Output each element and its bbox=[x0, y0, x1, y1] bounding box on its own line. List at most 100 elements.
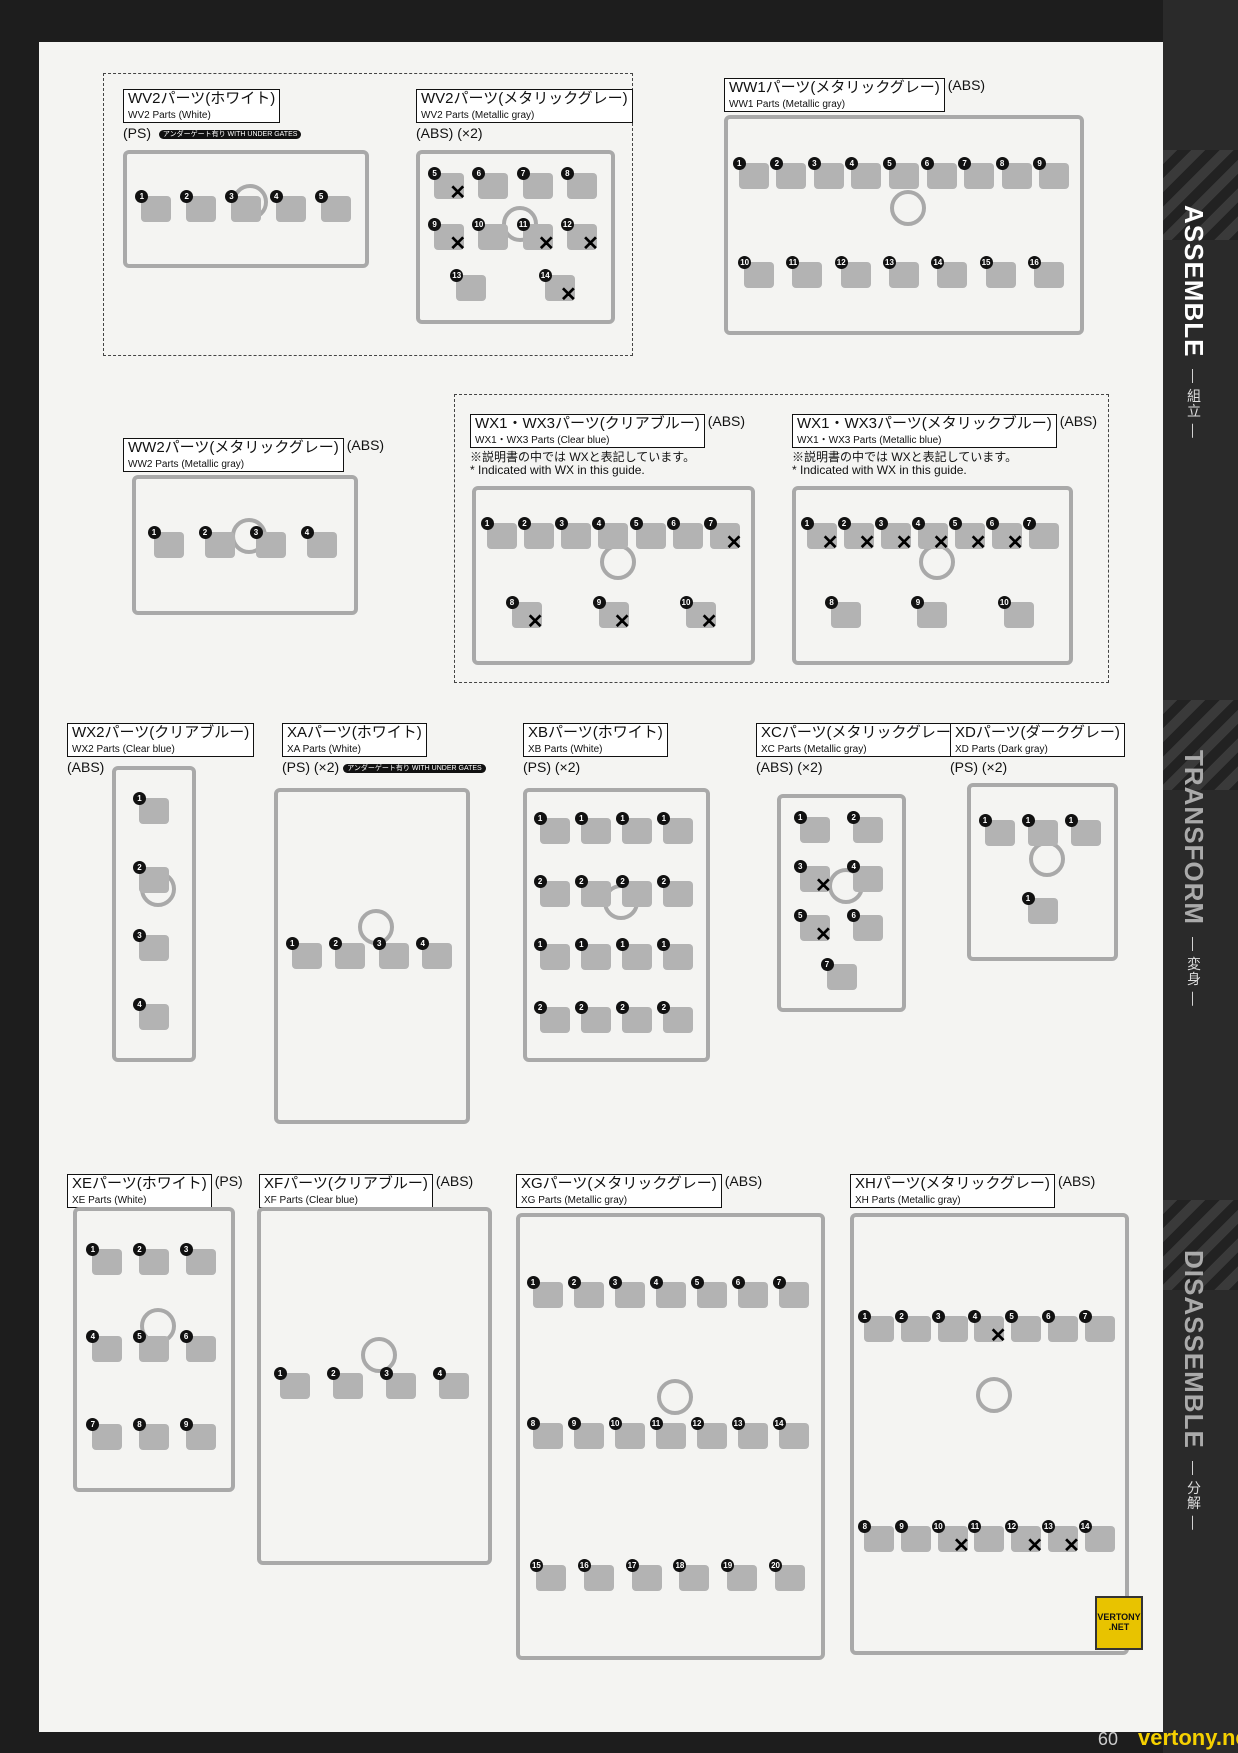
part-number: 4 bbox=[86, 1330, 100, 1344]
part-number: 5 bbox=[132, 1330, 146, 1344]
runner-name-en: XC Parts (Metallic gray) bbox=[761, 743, 867, 755]
section-disassemble[interactable]: DISASSEMBLE— 分解 — bbox=[1178, 1250, 1209, 1531]
part-wv2w-3: 3 bbox=[224, 190, 261, 222]
runner-name-jp: WW1パーツ(メタリックグレー) bbox=[729, 79, 940, 96]
part-ww2-4: 4 bbox=[300, 526, 337, 558]
part-xg-10: 10 bbox=[608, 1417, 645, 1450]
part-number: 7 bbox=[86, 1418, 100, 1432]
runner-name-en: XA Parts (White) bbox=[287, 743, 361, 755]
material: (ABS) bbox=[1059, 413, 1098, 429]
part-xg-19: 19 bbox=[721, 1559, 758, 1592]
part-number: 8 bbox=[858, 1520, 872, 1533]
part-number: 3 bbox=[133, 929, 146, 943]
runner-name-box: XCパーツ(メタリックグレー)XC Parts (Metallic gray) bbox=[756, 723, 961, 758]
unused-part-cross-icon: ✕ bbox=[1006, 532, 1024, 555]
part-xb-2: 2 bbox=[616, 1000, 653, 1033]
part-wx1m-6: 6✕ bbox=[985, 517, 1024, 553]
part-xh-4: 4✕ bbox=[968, 1310, 1006, 1346]
part-xf-1: 1 bbox=[273, 1367, 310, 1399]
runner-label-wx1c: WX1・WX3パーツ(クリアブルー)WX1・WX3 Parts (Clear b… bbox=[470, 414, 745, 476]
part-wv2m-14: 14✕ bbox=[538, 268, 577, 305]
runner-name-box: WW2パーツ(メタリックグレー)WW2 Parts (Metallic gray… bbox=[123, 438, 344, 473]
part-number: 8 bbox=[505, 595, 519, 609]
part-xb-2: 2 bbox=[616, 874, 653, 907]
part-xa-2: 2 bbox=[329, 937, 366, 969]
part-number: 1 bbox=[793, 810, 807, 824]
part-xg-2: 2 bbox=[567, 1275, 604, 1308]
section-transform[interactable]: TRANSFORM— 変身 — bbox=[1178, 750, 1209, 1007]
runner-name-en: WX1・WX3 Parts (Metallic blue) bbox=[797, 434, 942, 446]
part-number: 6 bbox=[667, 517, 681, 531]
part-xh-1: 1 bbox=[858, 1310, 895, 1342]
part-number: 13 bbox=[731, 1417, 745, 1431]
part-xe-3: 3 bbox=[179, 1242, 216, 1275]
runner-name-jp: WX1・WX3パーツ(メタリックブルー) bbox=[797, 415, 1052, 432]
part-wx1c-8: 8✕ bbox=[505, 595, 544, 632]
part-wx1c-9: 9✕ bbox=[592, 595, 631, 632]
part-number: 5 bbox=[793, 908, 807, 922]
part-wv2m-9: 9✕ bbox=[428, 217, 466, 254]
part-xg-16: 16 bbox=[577, 1559, 614, 1592]
part-number: 1 bbox=[1021, 892, 1035, 905]
part-xh-2: 2 bbox=[895, 1310, 932, 1342]
under-gate-badge: アンダーゲート有り WITH UNDER GATES bbox=[158, 130, 302, 140]
part-xe-7: 7 bbox=[86, 1418, 123, 1451]
part-number: 8 bbox=[825, 595, 839, 609]
part-xh-7: 7 bbox=[1078, 1310, 1115, 1342]
part-number: 6 bbox=[985, 517, 999, 531]
part-number: 11 bbox=[649, 1417, 663, 1431]
unused-part-cross-icon: ✕ bbox=[449, 232, 467, 255]
wx-note-jp: ※説明書の中では WXと表記しています。 bbox=[792, 450, 1018, 465]
runner-name-en: XB Parts (White) bbox=[528, 743, 603, 755]
part-number: 4 bbox=[968, 1310, 982, 1323]
part-number: 20 bbox=[769, 1559, 783, 1573]
part-ww1-12: 12 bbox=[834, 255, 871, 288]
part-number: 3 bbox=[931, 1310, 945, 1323]
runner-label-xd: XDパーツ(ダークグレー)XD Parts (Dark gray)(PS) (×… bbox=[950, 723, 1125, 775]
part-xe-1: 1 bbox=[86, 1242, 123, 1275]
part-number: 2 bbox=[574, 1000, 588, 1014]
part-number: 7 bbox=[1022, 517, 1036, 531]
part-number: 11 bbox=[516, 217, 530, 231]
part-number: 6 bbox=[920, 156, 934, 170]
unused-part-cross-icon: ✕ bbox=[526, 610, 544, 633]
part-number: 9 bbox=[895, 1520, 909, 1533]
part-xh-9: 9 bbox=[895, 1520, 932, 1552]
wx-note-jp: ※説明書の中では WXと表記しています。 bbox=[470, 450, 696, 465]
runner-label-ww1: WW1パーツ(メタリックグレー)WW1 Parts (Metallic gray… bbox=[724, 77, 986, 113]
part-xc-7: 7 bbox=[820, 957, 857, 990]
part-number: 2 bbox=[770, 156, 784, 170]
unused-part-cross-icon: ✕ bbox=[1026, 1535, 1044, 1557]
part-xg-3: 3 bbox=[608, 1275, 645, 1308]
unused-part-cross-icon: ✕ bbox=[814, 923, 832, 946]
part-wv2m-12: 12✕ bbox=[560, 217, 599, 254]
part-number: 5 bbox=[882, 156, 896, 170]
unused-part-cross-icon: ✕ bbox=[613, 610, 631, 633]
part-ww1-16: 16 bbox=[1027, 255, 1064, 288]
material: (PS) bbox=[123, 125, 151, 142]
part-wx1c-7: 7✕ bbox=[704, 517, 742, 553]
runner-label-ww2: WW2パーツ(メタリックグレー)WW2 Parts (Metallic gray… bbox=[123, 438, 384, 473]
part-xb-1: 1 bbox=[533, 811, 570, 844]
part-number: 10 bbox=[931, 1520, 945, 1533]
part-xg-12: 12 bbox=[690, 1417, 727, 1450]
section-assemble[interactable]: ASSEMBLE— 組立 — bbox=[1178, 205, 1209, 439]
part-xc-3: 3✕ bbox=[793, 859, 832, 896]
runner-label-xh: XHパーツ(メタリックグレー)XH Parts (Metallic gray)(… bbox=[850, 1174, 1095, 1209]
part-number: 8 bbox=[560, 167, 574, 181]
part-number: 2 bbox=[517, 517, 531, 531]
quantity: (×2) bbox=[554, 759, 581, 776]
part-wx1m-5: 5✕ bbox=[948, 517, 987, 553]
material: (PS) bbox=[523, 759, 551, 776]
part-number: 1 bbox=[574, 937, 588, 951]
part-number: 1 bbox=[616, 937, 630, 951]
material: (ABS) bbox=[947, 77, 986, 93]
part-xg-15: 15 bbox=[529, 1559, 566, 1592]
part-xg-17: 17 bbox=[625, 1559, 662, 1592]
part-number: 1 bbox=[526, 1275, 540, 1289]
part-xg-5: 5 bbox=[690, 1275, 727, 1308]
part-xb-2: 2 bbox=[574, 1000, 611, 1033]
part-number: 4 bbox=[416, 937, 430, 950]
